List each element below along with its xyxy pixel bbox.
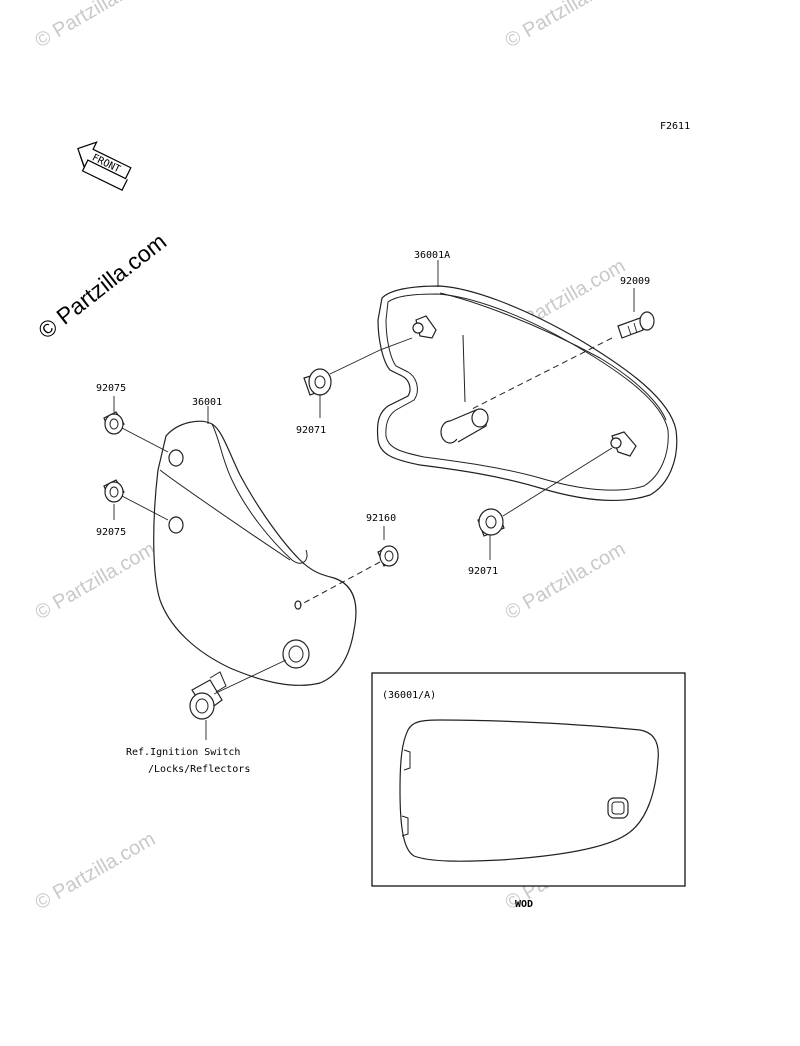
part-label-92075-top: 92075 <box>96 383 126 394</box>
part-label-36001A: 36001A <box>414 250 450 261</box>
part-label-92071-lower: 92071 <box>468 566 498 577</box>
damper-bottom-icon <box>103 479 125 503</box>
damper-top-icon <box>103 411 125 435</box>
inset-side-cover <box>399 719 659 862</box>
inset-label: (36001/A) <box>382 690 436 701</box>
watermark-text: © Partzilla.com <box>32 538 160 624</box>
part-label-92160: 92160 <box>366 513 396 524</box>
part-label-92071-upper: 92071 <box>296 425 326 436</box>
part-label-92075-bottom: 92075 <box>96 527 126 538</box>
watermark-text: © Partzilla.com <box>32 828 160 914</box>
bolt-icon <box>617 311 655 339</box>
reference-note-line2: /Locks/Reflectors <box>148 764 250 775</box>
grommet-upper-icon <box>303 368 332 396</box>
watermark-text: © Partzilla.com <box>32 0 160 52</box>
inset-caption: WOD <box>515 899 533 910</box>
reference-note-line1: Ref.Ignition Switch <box>126 747 240 758</box>
grommet-small-icon <box>377 545 399 567</box>
watermark-text: © Partzilla.com <box>502 0 630 52</box>
grommet-lower-icon <box>477 508 505 537</box>
lock-icon <box>189 671 227 720</box>
watermark-text: © Partzilla.com <box>502 538 630 624</box>
part-label-92009: 92009 <box>620 276 650 287</box>
part-label-36001: 36001 <box>192 397 222 408</box>
partzilla-watermark-large: © Partzilla.com <box>33 228 171 344</box>
front-arrow-icon: FRONT <box>77 141 132 191</box>
diagram-code: F2611 <box>660 121 690 132</box>
side-cover-left <box>153 420 357 686</box>
inset-box: (36001/A) WOD <box>371 672 686 910</box>
side-cover-right <box>376 285 678 501</box>
